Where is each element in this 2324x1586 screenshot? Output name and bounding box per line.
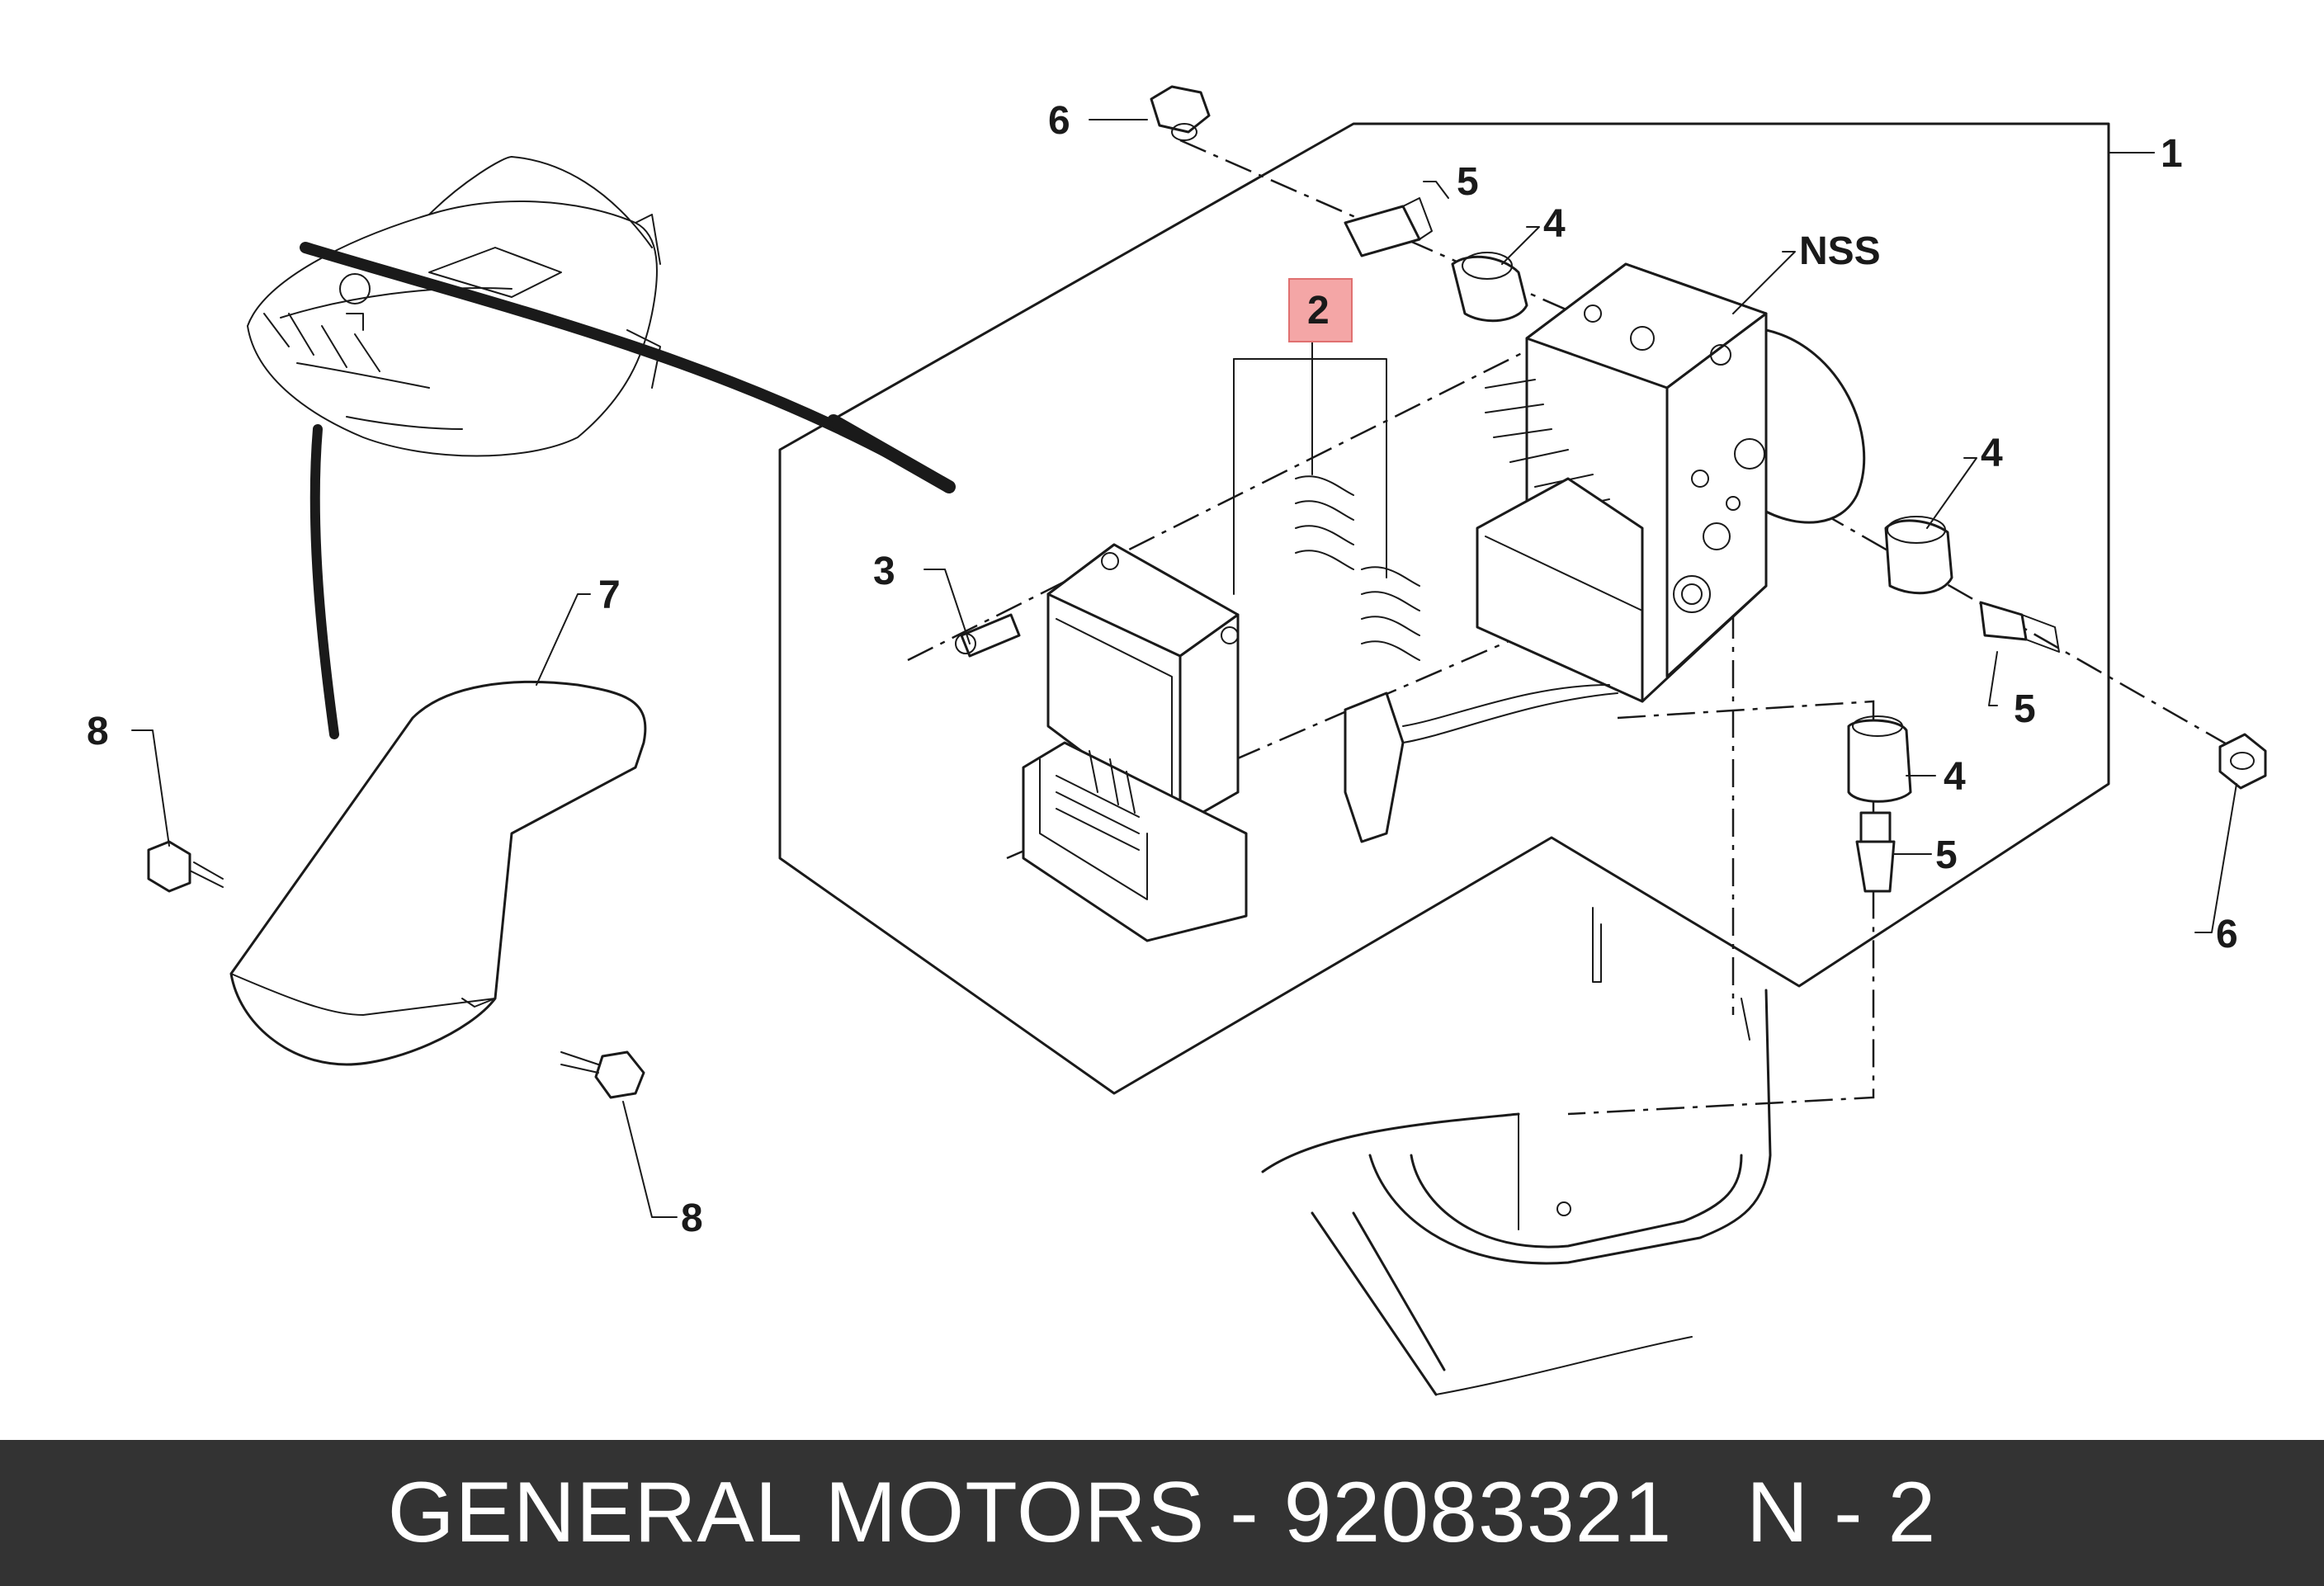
hydraulic-modulator [1476,262,1866,703]
label-8-bottom: 8 [681,1197,703,1240]
item-2-seals [1233,358,1420,661]
label-5-lower: 5 [1935,833,1958,877]
control-module [1022,543,1618,942]
label-2: 2 [1307,289,1330,333]
leader-lines [131,119,2237,1218]
label-6-right: 6 [2216,913,2238,956]
label-4-right: 4 [1981,432,2003,475]
fasteners [147,85,2267,1099]
label-5-right: 5 [2014,687,2036,731]
label-6-top: 6 [1048,99,1070,143]
label-5-top: 5 [1457,160,1479,204]
label-3: 3 [873,550,895,593]
label-8-top: 8 [87,710,109,753]
footer-part-number: GENERAL MOTORS - 92083321 N - 2 [387,1465,1937,1560]
item-7-cover [229,680,647,1066]
label-4-lower: 4 [1944,755,1966,799]
vehicle-front-illustration [247,156,956,739]
label-4-top: 4 [1543,202,1566,246]
item-2-highlight [1288,278,1353,342]
parts-diagram: 1 2 3 4 4 4 5 5 5 6 6 7 8 8 NSS [87,85,2267,1396]
lower-bracket [1261,907,1772,1396]
footer-bar: GENERAL MOTORS - 92083321 N - 2 [0,1440,2324,1586]
label-1: 1 [2161,132,2183,176]
label-nss: NSS [1799,229,1881,273]
assembly-outline [778,122,2110,1095]
label-7: 7 [598,574,621,617]
